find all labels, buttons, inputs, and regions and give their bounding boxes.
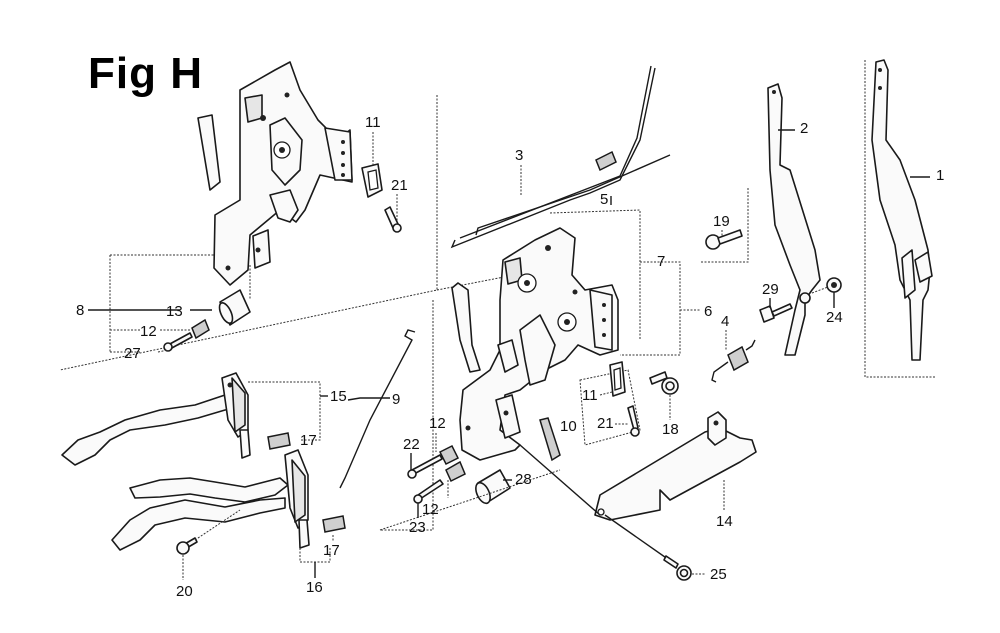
governor-spring[interactable] (595, 150, 617, 172)
throttle-lever-1[interactable] (871, 59, 933, 361)
callout-5: 5 (600, 191, 608, 208)
callout-25: 25 (710, 566, 727, 583)
leader-center-base (379, 444, 601, 531)
choke-rod-9[interactable] (339, 329, 416, 489)
item-15-leaders (248, 381, 390, 441)
callout-28: 28 (515, 471, 532, 488)
callout-16: 16 (306, 579, 323, 596)
callout-29: 29 (762, 281, 779, 298)
control-base-center[interactable] (451, 227, 619, 461)
callout-2: 2 (800, 120, 808, 137)
nut-24[interactable] (811, 277, 842, 294)
callout-27: 27 (124, 345, 141, 362)
callout-18: 18 (662, 421, 679, 438)
item-7-6-leaders (549, 196, 700, 356)
governor-rod[interactable] (450, 65, 671, 249)
callout-10: 10 (560, 418, 577, 435)
control-lever-assembly-15[interactable] (61, 372, 251, 466)
throttle-lever-2[interactable] (767, 83, 821, 356)
bolt-29[interactable] (759, 303, 793, 323)
spring-4[interactable] (711, 339, 756, 383)
collar-13-group[interactable] (163, 289, 251, 352)
item-8-leaders (88, 254, 251, 353)
callout-1: 1 (936, 167, 944, 184)
callout-12-upper: 12 (140, 323, 157, 340)
flange-bolt-25[interactable] (604, 514, 692, 581)
callout-19: 19 (713, 213, 730, 230)
callout-6: 6 (704, 303, 712, 320)
callout-4: 4 (721, 313, 729, 330)
control-lever-assembly-16[interactable] (111, 449, 310, 551)
screws-and-springs-center[interactable] (407, 444, 466, 504)
return-spring-10[interactable] (539, 417, 561, 462)
wire-clamp-upper[interactable] (361, 163, 402, 233)
item-16-leaders (299, 548, 331, 578)
callout-20: 20 (176, 583, 193, 600)
callout-14: 14 (716, 513, 733, 530)
callout-8: 8 (76, 302, 84, 319)
callout-labels: 1 2 3 4 5 6 7 8 9 10 11 11 12 12 12 13 1… (76, 114, 944, 600)
callout-7: 7 (657, 253, 665, 270)
callout-3: 3 (515, 147, 523, 164)
callout-17-upper: 17 (300, 432, 317, 449)
flange-bolt-20[interactable] (176, 509, 241, 580)
callout-22: 22 (403, 436, 420, 453)
lever-spring-17-lower[interactable] (322, 515, 346, 533)
flange-bolt-18[interactable] (649, 371, 679, 395)
wire-clamp-center[interactable] (579, 361, 641, 446)
callout-9: 9 (392, 391, 400, 408)
control-base-upper[interactable] (197, 61, 353, 286)
callout-23: 23 (409, 519, 426, 536)
callout-12-lower: 12 (422, 501, 439, 518)
collar-28[interactable] (473, 469, 511, 506)
lever-spring-17-upper[interactable] (267, 432, 291, 450)
callout-17-lower: 17 (323, 542, 340, 559)
callout-13: 13 (166, 303, 183, 320)
region-separators (59, 60, 935, 531)
callout-11-center: 11 (582, 387, 598, 404)
callout-12-center: 12 (429, 415, 446, 432)
callout-11-upper: 11 (365, 114, 381, 131)
callout-24: 24 (826, 309, 843, 326)
callout-21-center: 21 (597, 415, 614, 432)
bolt-19[interactable] (700, 188, 749, 263)
callout-15: 15 (330, 388, 347, 405)
callout-21-upper: 21 (391, 177, 408, 194)
lever-plate-14[interactable] (594, 411, 757, 521)
figure-title: Fig H (88, 49, 203, 98)
